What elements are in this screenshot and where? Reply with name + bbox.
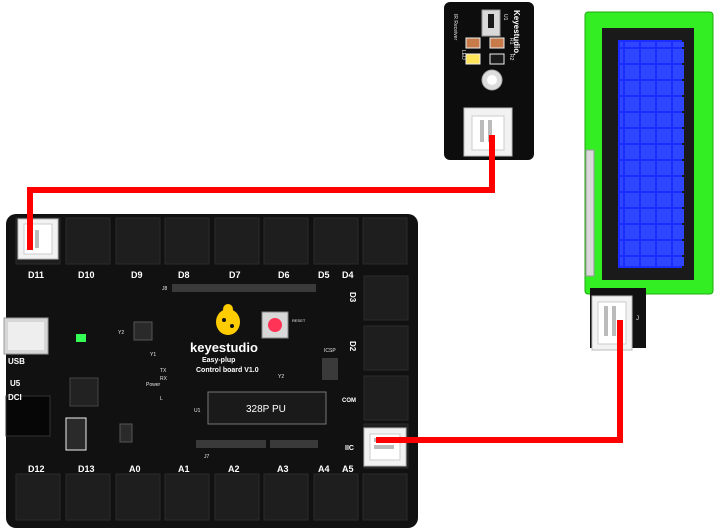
label-d3: D3: [348, 292, 357, 303]
label-d2: D2: [348, 341, 357, 352]
board-pcb: [6, 214, 418, 528]
ir-brand: Keyestudio.: [512, 10, 521, 55]
label-power: Power: [146, 382, 161, 388]
port-com: [363, 375, 409, 421]
dc-jack: U5 DCI: [5, 379, 51, 437]
right-port-labels: D3 D2 COM IIC: [342, 292, 357, 452]
ir-receiver-module: Keyestudio. IR Receiver LED R1 R2 U1: [444, 2, 534, 160]
port-d12: [15, 473, 61, 521]
label-d6: D6: [278, 270, 290, 280]
port-d5: [313, 217, 359, 265]
bottom-port-labels: D12 D13 A0 A1 A2 A3 A4 A5: [28, 464, 354, 474]
port-d13: [65, 473, 111, 521]
port-d4: [362, 217, 408, 265]
label-j8: J8: [162, 286, 168, 292]
label-rx: RX: [160, 376, 168, 382]
header-j8: J8: [162, 284, 316, 292]
label-reset: RESET: [292, 318, 306, 323]
control-board: D11 D10 D9 D8 D7 D6 D5 D4 D3 D2 COM IIC: [3, 214, 418, 528]
label-d11: D11: [28, 270, 44, 280]
label-d12: D12: [28, 464, 45, 474]
usb-port: USB: [3, 317, 49, 366]
label-l: L: [160, 396, 163, 402]
label-d8: D8: [178, 270, 190, 280]
icsp-header: ICSP Y2: [278, 348, 338, 380]
port-d8: [164, 217, 210, 265]
label-icsp: ICSP: [324, 348, 336, 354]
board-brand: keyestudio: [190, 340, 258, 355]
connector-iic: [363, 427, 407, 467]
label-u1: U1: [194, 408, 201, 414]
port-a1: [164, 473, 210, 521]
wires: [27, 135, 623, 443]
board-model-line2: Control board V1.0: [196, 367, 259, 374]
lcd-connector: [591, 295, 633, 351]
port-d7: [214, 217, 260, 265]
label-y1: Y1: [150, 352, 156, 358]
board-components: Y2 Power TX RX L Y1: [65, 321, 168, 451]
label-y2: Y2: [278, 374, 284, 380]
label-a1: A1: [178, 464, 190, 474]
port-d9: [115, 217, 161, 265]
ir-connector: [463, 107, 513, 157]
port-a0: [115, 473, 161, 521]
label-d13: D13: [78, 464, 95, 474]
label-a0: A0: [129, 464, 141, 474]
bottom-ports: [15, 473, 408, 521]
label-com: COM: [342, 398, 356, 404]
reset-button: RESET: [261, 311, 306, 339]
label-tx: TX: [160, 368, 167, 374]
label-a5: A5: [342, 464, 354, 474]
atmega-chip: 328P PU U1: [194, 391, 327, 425]
port-a2: [214, 473, 260, 521]
lcd-character-cells: [620, 42, 684, 266]
label-usb: USB: [8, 357, 25, 366]
wire-d11-to-ir: [27, 135, 495, 250]
connector-d11: [17, 218, 59, 260]
board-logo: keyestudio Easy-plup Control board V1.0: [190, 304, 259, 374]
port-d10: [65, 217, 111, 265]
ir-label-r1: R1: [508, 38, 514, 45]
lcd-pin-strip: [585, 149, 595, 277]
label-d5: D5: [318, 270, 330, 280]
lcd-module: J: [584, 11, 714, 351]
power-led: [76, 334, 86, 342]
port-a3: [263, 473, 309, 521]
board-model-line1: Easy-plup: [202, 357, 235, 364]
label-a2: A2: [228, 464, 240, 474]
port-a4: [313, 473, 359, 521]
port-a5: [362, 473, 408, 521]
label-u5: U5: [10, 379, 21, 388]
top-port-labels: D11 D10 D9 D8 D7 D6 D5 D4: [28, 270, 354, 280]
ir-label-u1: U1: [502, 14, 508, 21]
label-d7: D7: [229, 270, 241, 280]
wire-iic-to-lcd: [376, 320, 623, 443]
label-a3: A3: [277, 464, 289, 474]
label-j7: J7: [204, 454, 210, 460]
label-dci: DCI: [8, 393, 22, 402]
port-d6: [263, 217, 309, 265]
mcu-u2: [133, 321, 153, 341]
top-ports: [15, 217, 408, 265]
label-d10: D10: [78, 270, 95, 280]
port-d3: [363, 275, 409, 321]
ir-label-receiver: IR Receiver: [452, 14, 458, 40]
label-d9: D9: [131, 270, 143, 280]
label-a4: A4: [318, 464, 330, 474]
ir-label-led: LED: [460, 50, 466, 60]
chip-label: 328P PU: [246, 404, 286, 415]
label-d4: D4: [342, 270, 354, 280]
label-iic: IIC: [345, 445, 354, 452]
label-u2: Y2: [118, 330, 124, 336]
header-j7: J7: [196, 440, 318, 460]
ir-label-r2: R2: [508, 54, 514, 61]
port-d2: [363, 325, 409, 371]
lcd-pin-label: J: [636, 316, 639, 322]
